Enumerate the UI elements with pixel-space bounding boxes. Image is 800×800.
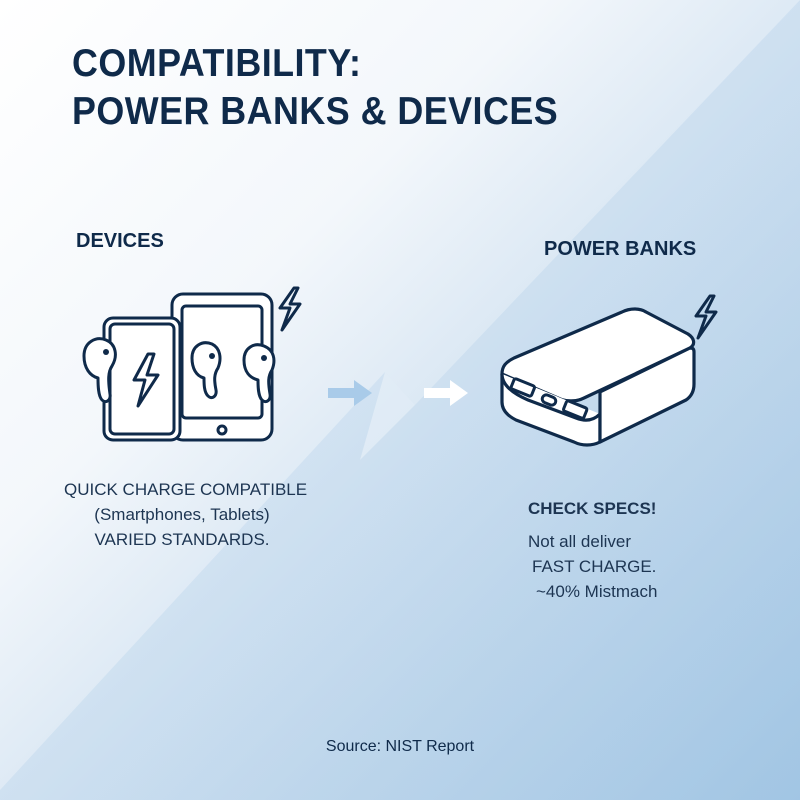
power-banks-caption-line-1: Not all deliver — [528, 532, 631, 551]
power-bank-icon — [500, 307, 696, 447]
earbud-icon — [82, 337, 117, 404]
arrow-right-icon — [328, 380, 372, 406]
lightning-bolt-icon — [694, 294, 718, 340]
lightning-bolt-icon — [132, 352, 160, 408]
earbud-icon — [242, 343, 276, 404]
devices-caption-line-3: VARIED STANDARDS. — [94, 530, 270, 549]
power-banks-caption: CHECK SPECS! Not all deliver FAST CHARGE… — [528, 496, 698, 604]
devices-caption-line-1: QUICK CHARGE COMPATIBLE — [64, 480, 308, 499]
power-banks-caption-line-2: FAST CHARGE. — [532, 557, 657, 576]
power-bank-illustration — [500, 294, 718, 447]
devices-caption-line-2: (Smartphones, Tablets) — [94, 505, 270, 524]
lightning-bolt-icon — [278, 286, 302, 332]
earbud-icon — [190, 341, 222, 400]
page-title: COMPATIBILITY: POWER BANKS & DEVICES — [72, 40, 558, 136]
devices-heading: DEVICES — [76, 230, 164, 252]
devices-caption: QUICK CHARGE COMPATIBLE (Smartphones, Ta… — [64, 477, 308, 552]
arrow-right-icon — [424, 380, 468, 406]
check-specs-label: CHECK SPECS! — [528, 499, 657, 518]
title-line-2: POWER BANKS & DEVICES — [72, 90, 559, 133]
title-line-1: COMPATIBILITY: — [72, 42, 362, 85]
usb-ports — [509, 377, 589, 420]
power-banks-caption-line-3: ~40% Mistmach — [536, 582, 658, 601]
devices-illustration — [82, 286, 302, 442]
source-note: Source: NIST Report — [325, 738, 475, 755]
power-banks-heading: POWER BANKS — [544, 238, 697, 260]
